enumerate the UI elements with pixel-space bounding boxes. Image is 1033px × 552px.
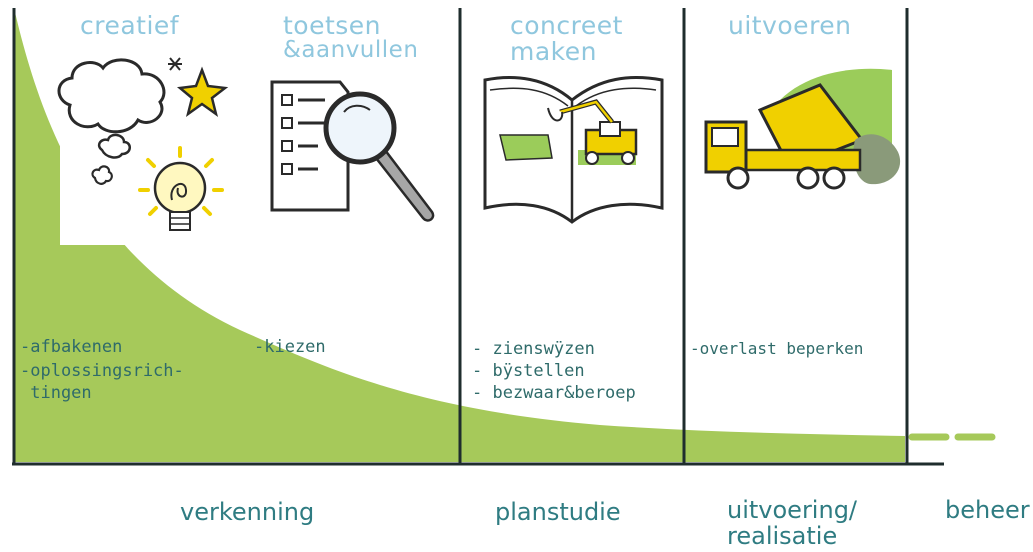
note-bijstellen: - bÿstellen (472, 361, 585, 381)
column-subtitle-maken: maken (510, 37, 597, 66)
stage-uitvoering: uitvoering/ (727, 496, 858, 524)
note-bezwaar-beroep: - bezwaar&beroep (472, 383, 636, 403)
column-subtitle-aanvullen: &aanvullen (283, 37, 419, 63)
column-title-creatief: creatief (80, 11, 180, 40)
stage-verkenning: verkenning (180, 498, 315, 526)
stage-realisatie: realisatie (727, 522, 838, 550)
column-title-toetsen: toetsen (283, 11, 382, 40)
note-afbakenen: -afbakenen (20, 337, 123, 357)
note-zienswijzen: - zienswÿzen (472, 339, 595, 359)
note-oplossingsrichtingen-2: tingen (20, 383, 92, 403)
column-title-uitvoeren: uitvoeren (728, 11, 852, 40)
column-title-concreet: concreet (510, 11, 623, 40)
stage-planstudie: planstudie (495, 498, 621, 526)
open-book-icon (483, 76, 664, 224)
dump-truck-icon (704, 68, 901, 190)
magnifier-icon (323, 91, 435, 222)
excavator-icon (547, 99, 638, 165)
lightbulb-icon (138, 146, 224, 231)
star-icon (168, 57, 229, 117)
note-oplossingsrichtingen-1: -oplossingsrich- (20, 361, 184, 381)
stage-beheer: beheer (945, 496, 1030, 524)
cloud-icon (57, 58, 166, 185)
influence-curve-area (14, 8, 905, 462)
note-kiezen: -kiezen (254, 337, 326, 357)
note-overlast-beperken: -overlast beperken (690, 339, 864, 358)
